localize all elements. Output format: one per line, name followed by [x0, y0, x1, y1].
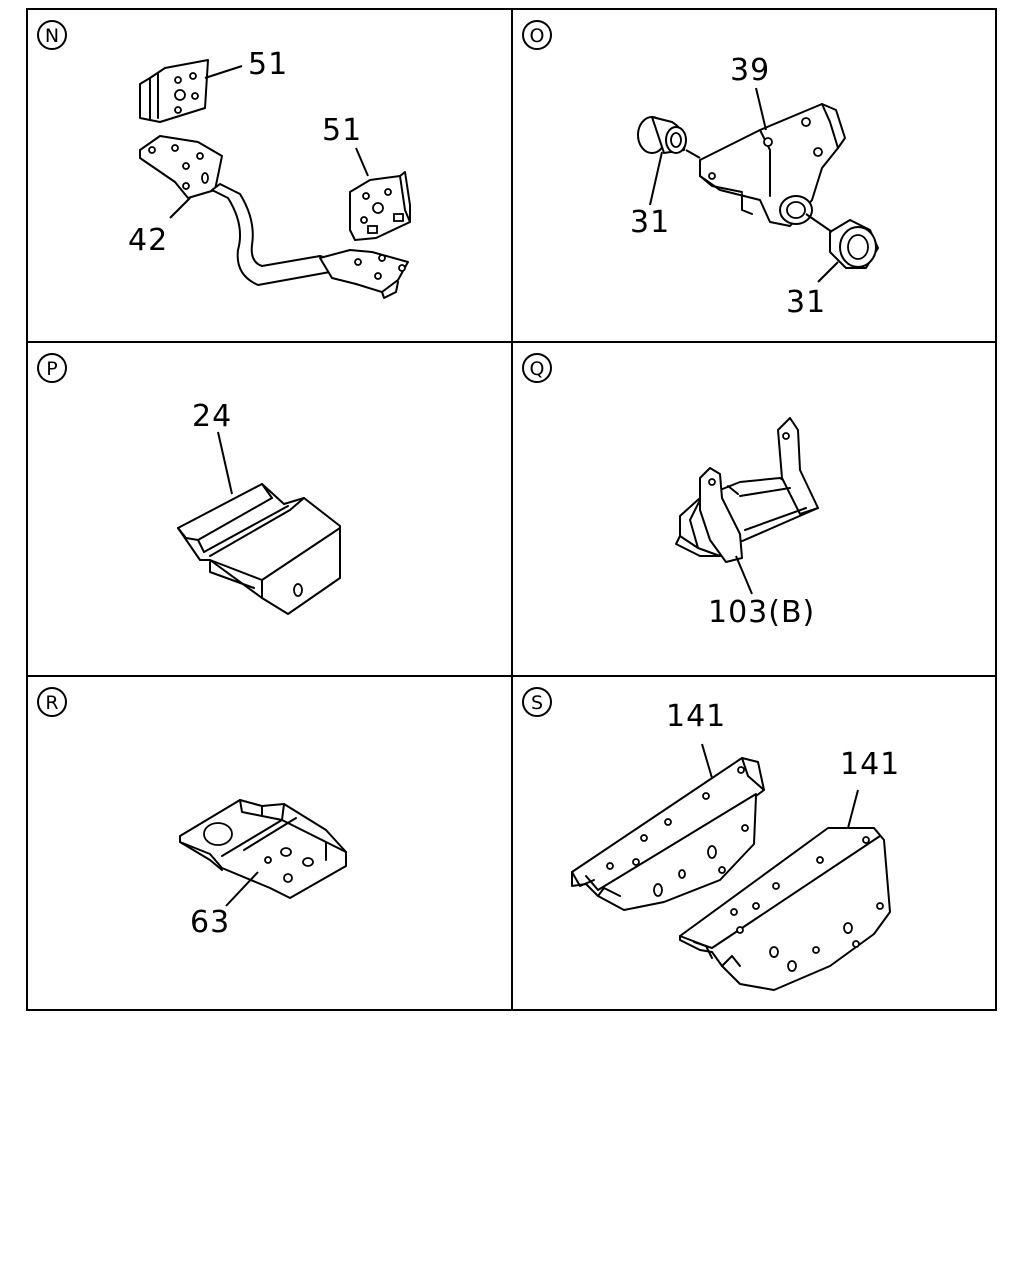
- callout-24: 24: [192, 399, 232, 434]
- panel-marker-o: O: [522, 20, 552, 50]
- panel-marker-o-text: O: [530, 25, 545, 47]
- panel-s: S 141: [522, 687, 900, 991]
- panel-marker-p-text: P: [46, 358, 57, 380]
- part-51-bracket-upper: [139, 59, 209, 123]
- part-24-cross-member-block: [177, 483, 341, 615]
- callout-141-right: 141: [840, 747, 900, 782]
- part-31-bushing-left: [637, 116, 687, 154]
- callout-63: 63: [190, 905, 230, 940]
- part-39-spring-hanger: [699, 103, 846, 227]
- panel-marker-s-text: S: [531, 692, 543, 714]
- panel-marker-r: R: [37, 687, 67, 717]
- part-141-plate-right: [679, 827, 891, 991]
- callout-31-left: 31: [630, 205, 670, 240]
- panel-marker-n: N: [37, 20, 67, 50]
- callout-51-right: 51: [322, 113, 362, 148]
- panel-marker-q: Q: [522, 353, 552, 383]
- part-42-stabilizer-bracket: [139, 135, 409, 299]
- panel-marker-p: P: [37, 353, 67, 383]
- callout-39: 39: [730, 53, 770, 88]
- part-51-bracket-right: [349, 171, 411, 241]
- callout-51-upper: 51: [248, 47, 288, 82]
- panel-marker-q-text: Q: [530, 358, 545, 380]
- panel-marker-r-text: R: [45, 692, 58, 714]
- callout-141-left: 141: [666, 699, 726, 734]
- panel-r: R 63: [37, 687, 347, 940]
- panel-marker-n-text: N: [45, 25, 59, 47]
- part-141-plate-left: [571, 757, 765, 911]
- panel-n: N 51 51: [37, 20, 411, 299]
- panel-marker-s: S: [522, 687, 552, 717]
- part-31-bushing-right: [829, 219, 879, 269]
- part-103b-bracket: [675, 417, 819, 563]
- callout-31-right: 31: [786, 285, 826, 320]
- part-63-bracket-plate: [179, 799, 347, 899]
- panel-q: Q 103(B): [522, 353, 819, 630]
- callout-103b: 103(B): [708, 595, 815, 630]
- callout-42: 42: [128, 223, 168, 258]
- panel-o: O 39 31: [522, 20, 879, 320]
- panel-p: P 24: [37, 353, 341, 615]
- panel-grid: [26, 8, 997, 1011]
